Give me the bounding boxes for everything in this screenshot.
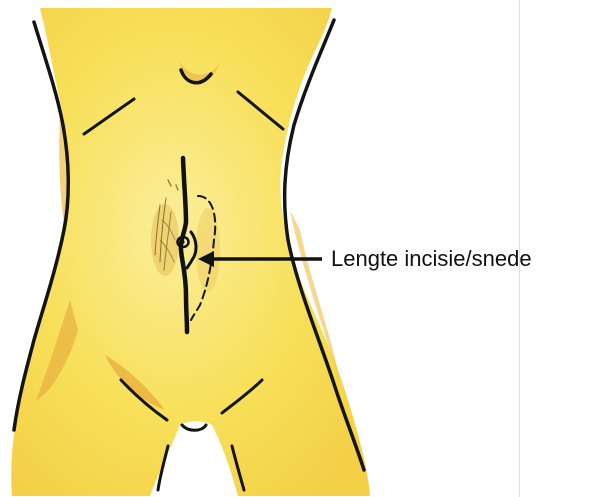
navel-center bbox=[181, 240, 184, 243]
annotation-label: Lengte incisie/snede bbox=[331, 246, 532, 272]
crotch-curve bbox=[182, 425, 206, 430]
